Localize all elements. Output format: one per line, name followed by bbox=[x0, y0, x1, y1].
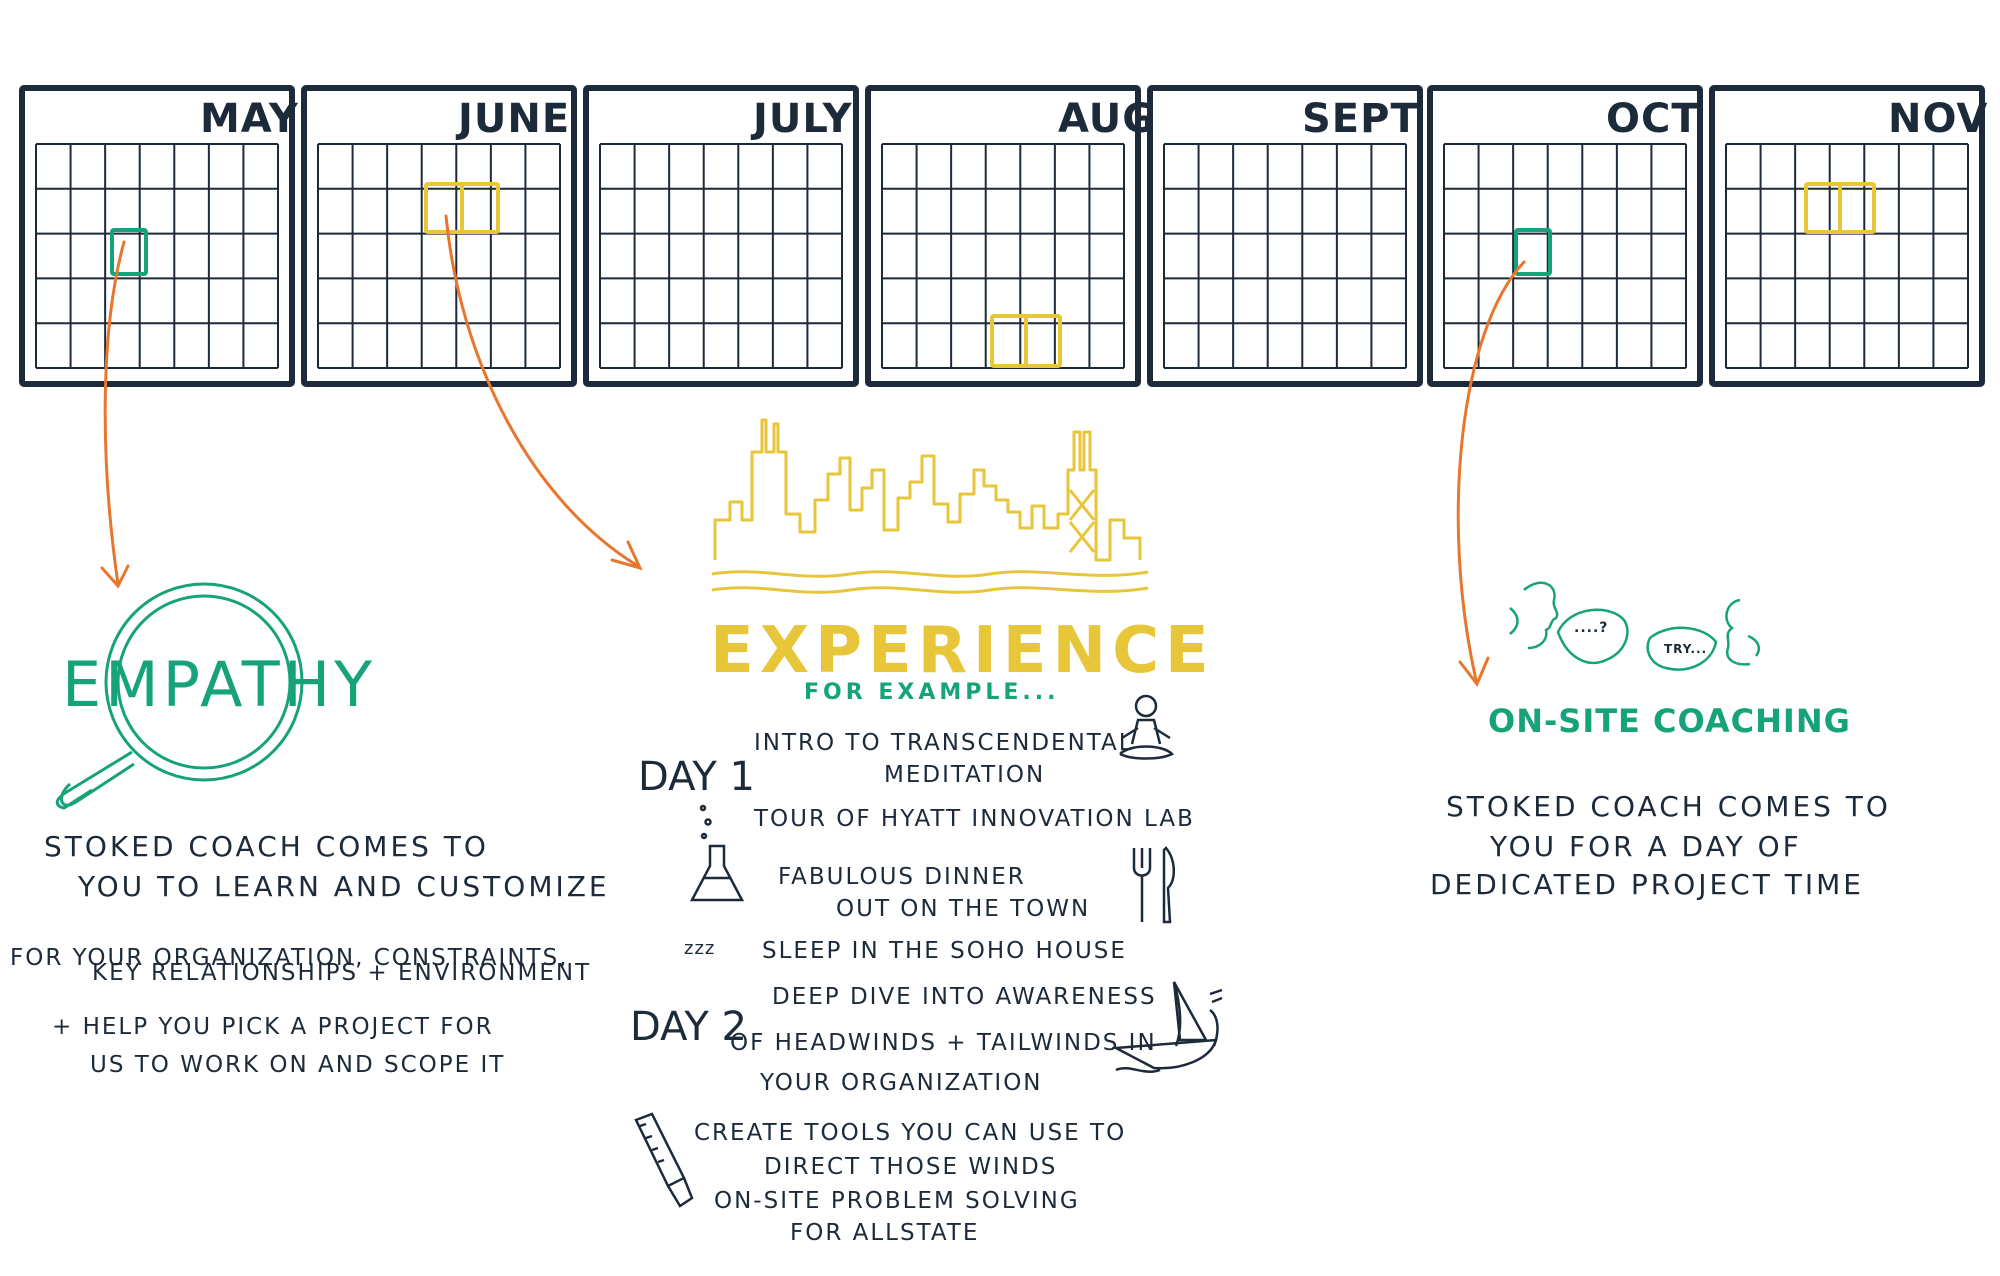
empathy-line-3: FOR YOUR ORGANIZATION, CONSTRAINTS, bbox=[10, 945, 569, 971]
magnifying-glass-icon bbox=[55, 582, 304, 810]
meditation-person-icon bbox=[1119, 694, 1175, 760]
fork-knife-icon bbox=[1132, 846, 1175, 924]
beaker-icon bbox=[689, 804, 745, 902]
experience-subtitle: FOR EXAMPLE... bbox=[804, 680, 1060, 705]
day2-item-3b: FOR ALLSTATE bbox=[790, 1220, 980, 1246]
calendar-grid-sept bbox=[1163, 143, 1407, 369]
calendar-june bbox=[301, 85, 577, 387]
calendar-grid-july bbox=[599, 143, 843, 369]
bubble-right-text: TRY... bbox=[1664, 642, 1708, 656]
calendar-grid-aug bbox=[881, 143, 1125, 369]
month-label-aug: AUG bbox=[1058, 96, 1157, 142]
calendar-nov bbox=[1709, 85, 1985, 387]
day2-item-1: DEEP DIVE INTO AWARENESS bbox=[772, 984, 1157, 1010]
arrow-may-to-empathy bbox=[100, 240, 130, 589]
empathy-line-6: US TO WORK ON AND SCOPE IT bbox=[90, 1052, 506, 1078]
month-label-june: JUNE bbox=[458, 96, 571, 142]
calendar-grid-oct bbox=[1443, 143, 1687, 369]
zzz-label: zzz bbox=[684, 938, 716, 959]
arrow-oct-to-coaching bbox=[1456, 260, 1526, 687]
day1-item-2: TOUR OF HYATT INNOVATION LAB bbox=[754, 806, 1195, 832]
day2-item-2b: DIRECT THOSE WINDS bbox=[764, 1154, 1058, 1180]
calendar-grid-may bbox=[35, 143, 279, 369]
speech-bubble-right-icon bbox=[1646, 626, 1718, 671]
day1-item-4: SLEEP IN THE SOHO HOUSE bbox=[762, 938, 1127, 964]
day1-item-3: FABULOUS DINNER bbox=[778, 864, 1026, 890]
day-2-label: DAY 2 bbox=[630, 1004, 747, 1050]
arrow-june-to-experience bbox=[444, 214, 643, 571]
coaching-title: ON-SITE COACHING bbox=[1488, 702, 1851, 740]
face-right-icon bbox=[1725, 598, 1751, 666]
day2-item-1c: YOUR ORGANIZATION bbox=[760, 1070, 1043, 1096]
month-label-sept: SEPT bbox=[1302, 96, 1419, 142]
coaching-conversation-icon bbox=[1509, 581, 1760, 671]
highlight-oct-day bbox=[1514, 228, 1552, 276]
day2-item-1b: OF HEADWINDS + TAILWINDS IN bbox=[730, 1030, 1157, 1056]
coaching-line-1: STOKED COACH COMES TO bbox=[1446, 790, 1891, 823]
experience-title: EXPERIENCE bbox=[710, 614, 1215, 688]
speech-bubble-left-icon bbox=[1556, 608, 1629, 665]
day1-item-1b: MEDITATION bbox=[884, 762, 1046, 788]
empathy-line-2: YOU TO LEARN AND CUSTOMIZE bbox=[78, 870, 610, 903]
coaching-line-3: DEDICATED PROJECT TIME bbox=[1430, 868, 1864, 901]
sailboat-icon bbox=[1111, 981, 1223, 1073]
saw-icon bbox=[634, 1112, 694, 1208]
calendar-grid-nov bbox=[1725, 143, 1969, 369]
empathy-line-4: KEY RELATIONSHIPS + ENVIRONMENT bbox=[92, 960, 592, 986]
face-left-icon bbox=[1523, 581, 1559, 650]
calendar-oct bbox=[1427, 85, 1703, 387]
day1-item-3b: OUT ON THE TOWN bbox=[836, 896, 1091, 922]
chicago-skyline-icon bbox=[711, 418, 1149, 594]
coaching-line-2: YOU FOR A DAY OF bbox=[1490, 830, 1802, 863]
calendar-grid-june bbox=[317, 143, 561, 369]
calendar-july bbox=[583, 85, 859, 387]
month-label-may: MAY bbox=[200, 96, 299, 142]
calendar-sept bbox=[1147, 85, 1423, 387]
empathy-title: EMPATHY bbox=[62, 648, 377, 721]
month-label-july: JULY bbox=[753, 96, 853, 142]
bubble-left-text: ....? bbox=[1574, 620, 1609, 636]
calendar-aug bbox=[865, 85, 1141, 387]
month-label-nov: NOV bbox=[1888, 96, 1989, 142]
calendar-may bbox=[19, 85, 295, 387]
day2-item-3: ON-SITE PROBLEM SOLVING bbox=[714, 1188, 1080, 1214]
empathy-line-1: STOKED COACH COMES TO bbox=[44, 830, 489, 863]
highlight-may-day bbox=[110, 228, 148, 276]
day-1-label: DAY 1 bbox=[638, 754, 755, 800]
day2-item-2: CREATE TOOLS YOU CAN USE TO bbox=[694, 1120, 1127, 1146]
day1-item-1: INTRO TO TRANSCENDENTAL bbox=[754, 730, 1134, 756]
month-label-oct: OCT bbox=[1606, 96, 1700, 142]
empathy-line-5: + HELP YOU PICK A PROJECT FOR bbox=[52, 1014, 494, 1040]
